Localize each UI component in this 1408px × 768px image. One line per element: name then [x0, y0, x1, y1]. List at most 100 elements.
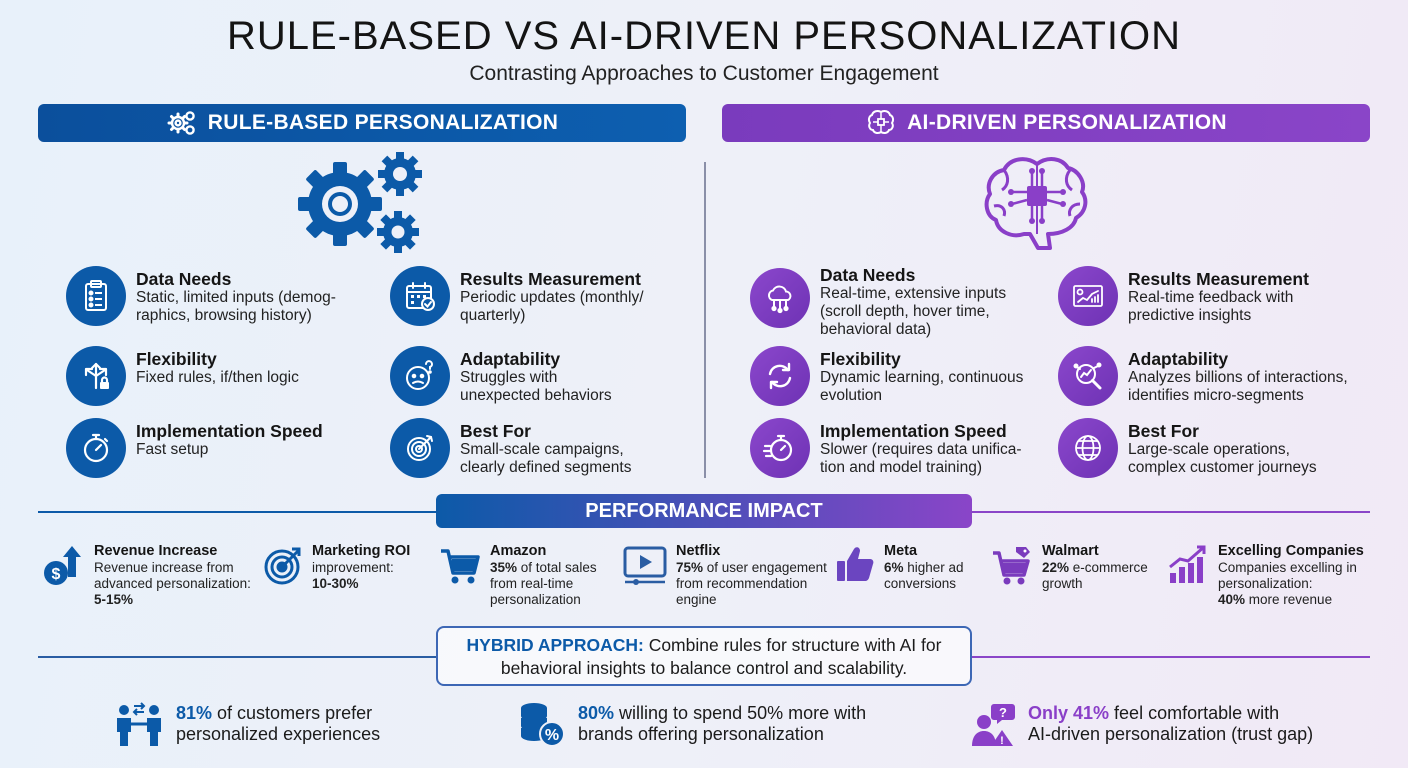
globe-icon — [1075, 435, 1101, 461]
feature-line: unexpected behaviors — [460, 387, 612, 404]
feature-line: raphics, browsing history) — [136, 307, 312, 324]
stat-revenue-increase: $ Revenue Increase Revenue increase from… — [42, 543, 251, 608]
bottom-stat-trust-gap: ? ! Only 41% feel comfortable with AI-dr… — [970, 700, 1313, 748]
bottom-stat-line: brands offering personalization — [578, 724, 824, 744]
stat-title: Walmart — [1042, 543, 1099, 559]
ai-feature-icon-wrap — [750, 268, 810, 328]
rule-feature-icon-wrap — [66, 266, 126, 326]
stat-title: Excelling Companies — [1218, 543, 1364, 559]
coins-percent-icon: % — [521, 703, 565, 747]
ai-driven-banner-label: AI-DRIVEN PERSONALIZATION — [907, 111, 1227, 134]
rule-feature-icon-wrap — [390, 346, 450, 406]
feature-line: (scroll depth, hover time, — [820, 303, 990, 320]
feature-title: Data Needs — [820, 265, 916, 285]
feature-line: quarterly) — [460, 307, 526, 324]
feature-line: identifies micro-segments — [1128, 387, 1304, 404]
ai-feature-data-needs: Data Needs Real-time, extensive inputs (… — [750, 262, 1006, 339]
feature-line: Analyzes billions of interactions, — [1128, 369, 1348, 386]
page-title: RULE-BASED VS AI-DRIVEN PERSONALIZATION — [226, 14, 1182, 58]
stat-value: 40% — [1218, 592, 1246, 607]
ai-feature-icon-wrap — [1058, 266, 1118, 326]
stat-netflix: Netflix 75% of user engagement from reco… — [622, 543, 827, 608]
stat-title: Meta — [884, 543, 918, 559]
clipboard-icon — [85, 280, 107, 311]
hybrid-divider-left — [38, 656, 436, 658]
stat-title: Revenue Increase — [94, 543, 218, 559]
hybrid-text-1: Combine rules for structure with AI for — [643, 635, 942, 655]
stat-line: growth — [1042, 576, 1083, 591]
stat-title: Marketing ROI — [312, 543, 411, 559]
bottom-stat-line: AI-driven personalization (trust gap) — [1028, 724, 1314, 744]
stat-line: Companies excelling in — [1218, 560, 1357, 575]
stat-marketing-roi: Marketing ROI improvement: 10-30% — [262, 543, 410, 592]
feature-title: Flexibility — [820, 349, 901, 369]
feature-title: Adaptability — [1128, 349, 1229, 369]
feature-title: Data Needs — [136, 269, 232, 289]
cloud-network-icon — [767, 285, 792, 314]
dashboard-icon — [1073, 285, 1103, 307]
bottom-stat-line: feel comfortable with — [1109, 703, 1280, 723]
gears-hero-icon — [298, 152, 422, 253]
feature-line: Real-time, extensive inputs — [820, 285, 1007, 302]
feature-line: Static, limited inputs (demog- — [136, 289, 336, 306]
rule-feature-best-for: Best For Small-scale campaigns, clearly … — [390, 418, 631, 478]
cart-icon — [441, 549, 480, 584]
rule-feature-implementation-speed: Implementation Speed Fast setup — [66, 418, 323, 478]
stopwatch-icon — [762, 434, 793, 462]
bottom-stat-value: Only 41% — [1028, 703, 1110, 723]
hybrid-approach-box: HYBRID APPROACH: Combine rules for struc… — [436, 626, 972, 686]
magnifier-chart-icon — [1073, 362, 1102, 390]
feature-title: Flexibility — [136, 349, 217, 369]
feature-line: Fixed rules, if/then logic — [136, 369, 299, 386]
dollar-arrow-icon: $ — [44, 546, 81, 585]
feature-line: Periodic updates (monthly/ — [460, 289, 644, 306]
feature-line: Real-time feedback with — [1128, 289, 1294, 306]
stat-line: e-commerce — [1069, 560, 1148, 575]
svg-text:?: ? — [999, 705, 1007, 720]
rule-feature-data-needs: Data Needs Static, limited inputs (demog… — [66, 266, 336, 326]
hybrid-divider-right — [972, 656, 1370, 658]
stat-line: conversions — [884, 576, 957, 591]
bottom-stat-line: willing to spend 50% more with — [614, 703, 867, 723]
feature-line: Large-scale operations, — [1128, 441, 1290, 458]
performance-banner-label: PERFORMANCE IMPACT — [585, 499, 823, 522]
rule-feature-adaptability: Adaptability Struggles with unexpected b… — [390, 346, 612, 406]
ai-feature-icon-wrap — [750, 346, 810, 406]
feature-title: Results Measurement — [1128, 269, 1309, 289]
stat-line: engine — [676, 592, 717, 607]
feature-line: Small-scale campaigns, — [460, 441, 624, 458]
cart-tag-icon — [993, 547, 1030, 585]
stat-value: 5-15% — [94, 592, 134, 607]
rule-feature-icon-wrap — [390, 418, 450, 478]
rule-based-banner-label: RULE-BASED PERSONALIZATION — [207, 111, 559, 134]
stat-value: 75% — [676, 560, 704, 575]
ai-feature-icon-wrap — [1058, 418, 1118, 478]
brain-hero-icon — [984, 157, 1088, 250]
bottom-stat-line: personalized experiences — [176, 724, 381, 744]
stat-line: advanced personalization: — [94, 576, 251, 591]
feature-line: Struggles with — [460, 369, 558, 386]
ai-feature-flexibility: Flexibility Dynamic learning, continuous… — [750, 346, 1023, 406]
stat-value: 6% — [884, 560, 904, 575]
person-question-icon: ? ! — [972, 704, 1015, 747]
stat-amazon: Amazon 35% of total sales from real-time… — [438, 543, 597, 608]
feature-line: Fast setup — [136, 441, 209, 458]
stat-title: Netflix — [676, 543, 721, 559]
people-exchange-icon — [117, 702, 161, 746]
bottom-stat-line: of customers prefer — [212, 703, 373, 723]
ai-feature-implementation-speed: Implementation Speed Slower (requires da… — [750, 418, 1022, 478]
rule-feature-icon-wrap — [66, 418, 126, 478]
performance-banner: PERFORMANCE IMPACT — [436, 494, 972, 528]
target-icon — [407, 435, 433, 461]
rule-feature-icon-wrap — [66, 346, 126, 406]
growth-chart-icon — [1169, 545, 1206, 583]
stat-excelling-companies: Excelling Companies Companies excelling … — [1166, 543, 1364, 608]
feature-line: tion and model training) — [820, 459, 982, 476]
svg-text:%: % — [545, 727, 559, 744]
target-arrow-icon — [264, 547, 301, 585]
stat-line: higher ad — [903, 560, 964, 575]
stat-line: personalization — [490, 592, 581, 607]
rule-feature-results-measurement: Results Measurement Periodic updates (mo… — [390, 266, 644, 326]
stat-value: 35% — [490, 560, 518, 575]
feature-line: behavioral data) — [820, 321, 932, 338]
